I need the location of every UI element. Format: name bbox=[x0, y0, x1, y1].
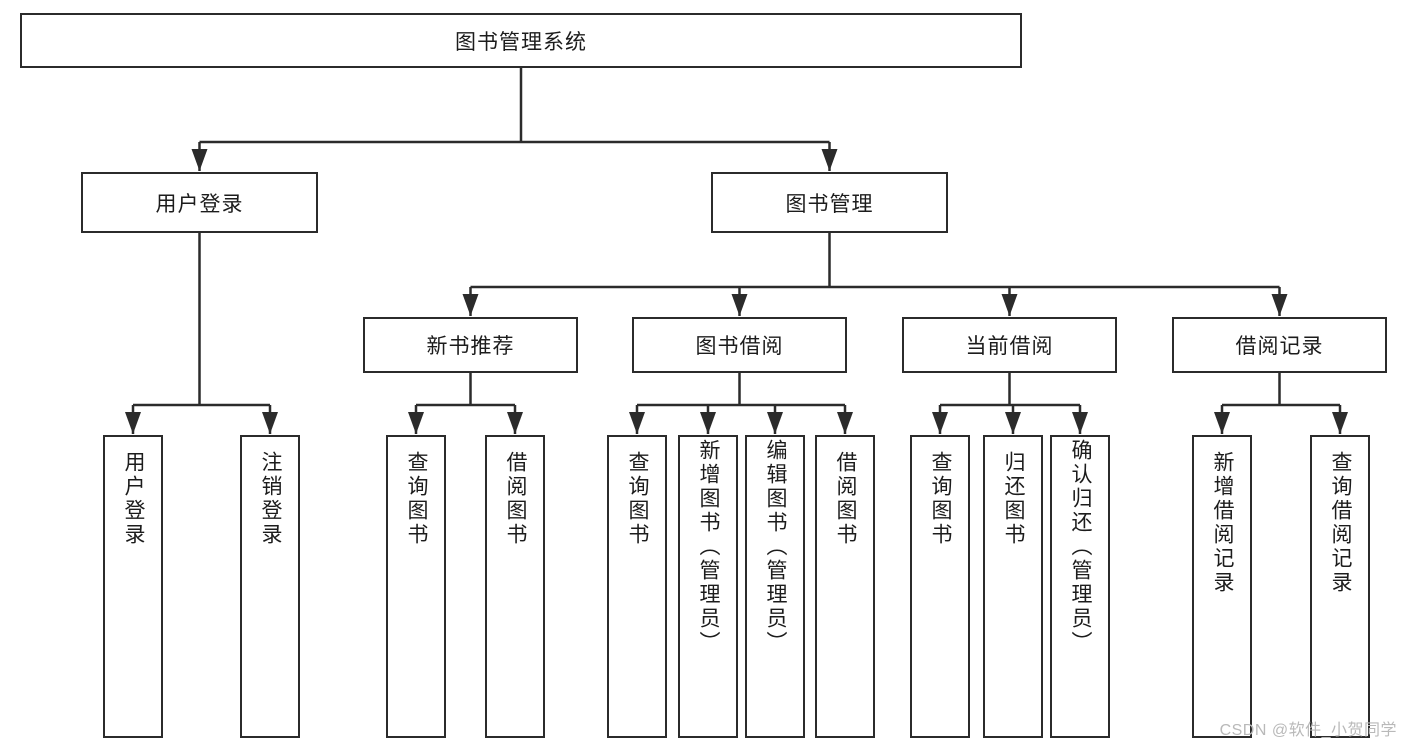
node-label: 编辑图书（管理员） bbox=[764, 439, 788, 655]
arrowhead-icon bbox=[125, 412, 141, 434]
node-label: 图书管理 bbox=[785, 192, 874, 216]
node-label: 用户登录 bbox=[155, 192, 244, 216]
arrowhead-icon bbox=[408, 412, 424, 434]
node-label: 新增借阅记录 bbox=[1211, 451, 1235, 595]
node-record[interactable]: 借阅记录 bbox=[1172, 317, 1387, 373]
node-nb-borrow[interactable]: 借阅图书 bbox=[485, 435, 545, 738]
node-bk-borrow[interactable]: 借阅图书 bbox=[815, 435, 875, 738]
node-root[interactable]: 图书管理系统 bbox=[20, 13, 1022, 68]
node-cu-query[interactable]: 查询图书 bbox=[910, 435, 970, 738]
node-bk-edit[interactable]: 编辑图书（管理员） bbox=[745, 435, 805, 738]
watermark-label: CSDN @软件_小贺同学 bbox=[1219, 722, 1397, 739]
node-borrow[interactable]: 图书借阅 bbox=[632, 317, 847, 373]
arrowhead-icon bbox=[1005, 412, 1021, 434]
arrowhead-icon bbox=[731, 294, 748, 316]
node-label: 借阅图书 bbox=[834, 451, 858, 547]
arrowhead-icon bbox=[932, 412, 948, 434]
node-label: 查询图书 bbox=[405, 451, 429, 547]
node-label: 归还图书 bbox=[1002, 451, 1026, 547]
arrowhead-icon bbox=[462, 294, 479, 316]
arrowhead-icon bbox=[507, 412, 523, 434]
node-bk-query[interactable]: 查询图书 bbox=[607, 435, 667, 738]
node-label: 确认归还（管理员） bbox=[1069, 439, 1093, 655]
node-label: 注销登录 bbox=[259, 451, 283, 547]
node-label: 图书管理系统 bbox=[455, 30, 587, 54]
node-label: 借阅记录 bbox=[1235, 335, 1324, 358]
arrowhead-icon bbox=[1072, 412, 1088, 434]
node-rc-add[interactable]: 新增借阅记录 bbox=[1192, 435, 1252, 738]
node-current[interactable]: 当前借阅 bbox=[902, 317, 1117, 373]
arrowhead-icon bbox=[700, 412, 716, 434]
node-logout[interactable]: 注销登录 bbox=[240, 435, 300, 738]
node-bk-add[interactable]: 新增图书（管理员） bbox=[678, 435, 738, 738]
arrowhead-icon bbox=[1214, 412, 1230, 434]
arrowhead-icon bbox=[1271, 294, 1288, 316]
node-label: 图书借阅 bbox=[695, 335, 784, 358]
node-label: 借阅图书 bbox=[504, 451, 528, 547]
node-rc-query[interactable]: 查询借阅记录 bbox=[1310, 435, 1370, 738]
arrowhead-icon bbox=[837, 412, 853, 434]
node-cu-confirm[interactable]: 确认归还（管理员） bbox=[1050, 435, 1110, 738]
node-nb-query[interactable]: 查询图书 bbox=[386, 435, 446, 738]
node-newbook[interactable]: 新书推荐 bbox=[363, 317, 578, 373]
node-label: 查询图书 bbox=[929, 451, 953, 547]
node-login[interactable]: 用户登录 bbox=[81, 172, 318, 233]
node-label: 查询借阅记录 bbox=[1329, 451, 1353, 595]
arrowhead-icon bbox=[629, 412, 645, 434]
node-cu-return[interactable]: 归还图书 bbox=[983, 435, 1043, 738]
arrowhead-icon bbox=[191, 149, 208, 171]
node-label: 当前借阅 bbox=[965, 335, 1054, 358]
arrowhead-icon bbox=[767, 412, 783, 434]
node-label: 新书推荐 bbox=[426, 335, 515, 358]
arrowhead-icon bbox=[1001, 294, 1018, 316]
node-label: 查询图书 bbox=[626, 451, 650, 547]
arrowhead-icon bbox=[262, 412, 278, 434]
node-userlogin[interactable]: 用户登录 bbox=[103, 435, 163, 738]
node-label: 用户登录 bbox=[122, 451, 146, 547]
arrowhead-icon bbox=[821, 149, 838, 171]
arrowhead-icon bbox=[1332, 412, 1348, 434]
node-label: 新增图书（管理员） bbox=[697, 439, 721, 655]
node-bookmgmt[interactable]: 图书管理 bbox=[711, 172, 948, 233]
